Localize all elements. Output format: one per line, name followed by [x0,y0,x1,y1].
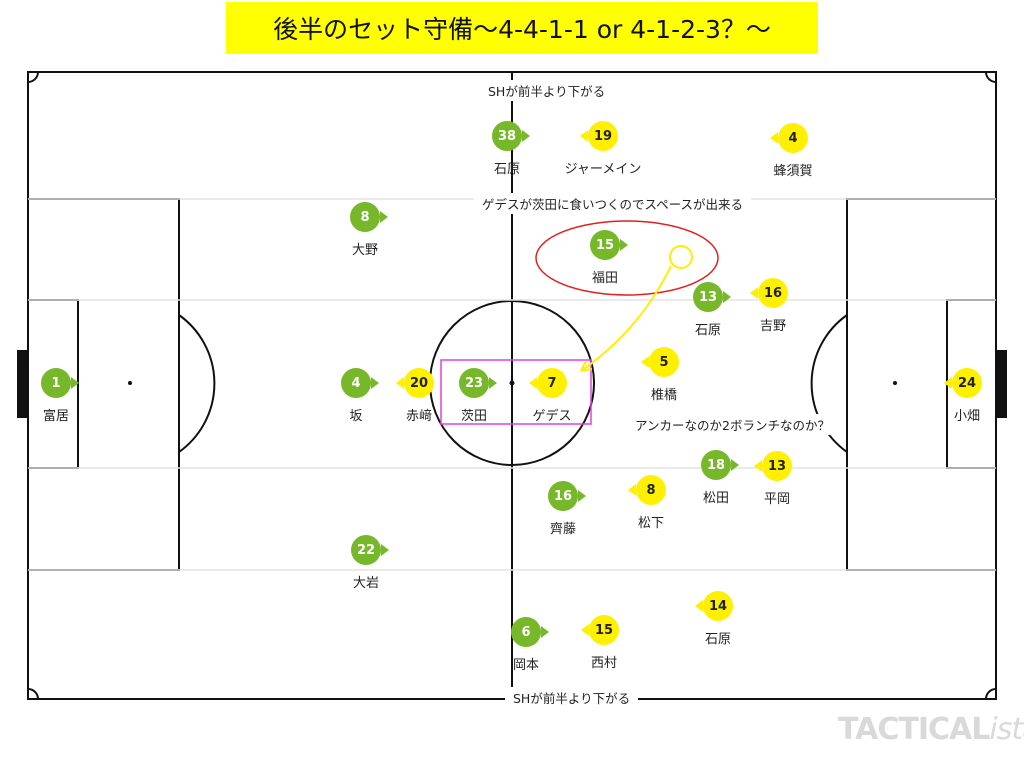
yellow-player-4: 4 蜂須賀 [770,123,813,179]
yellow-player-24: 24 小畑 [944,368,982,424]
player-number: 23 [459,368,489,398]
player-name: 石原 [493,162,520,177]
direction-marker [620,239,628,251]
direction-marker [754,460,762,472]
direction-marker [529,377,537,389]
green-player-1: 1 富居 [41,368,79,424]
player-number: 15 [589,615,619,645]
player-name: 蜂須賀 [773,164,813,179]
green-player-15: 15 福田 [590,230,628,286]
player-name: ジャーメイン [564,162,642,177]
player-name: 福田 [591,271,618,286]
green-player-8: 8 大野 [350,202,388,258]
tacticalista-watermark: TACTICALista [838,712,1024,747]
direction-marker [723,291,731,303]
player-name: 西村 [590,656,617,671]
player-name: 平岡 [763,492,790,507]
direction-marker [380,211,388,223]
player-number: 18 [701,450,731,480]
green-player-22: 22 大岩 [351,535,389,591]
direction-marker [71,377,79,389]
note-middle: ゲデスが茨田に食いつくのでスペースが出来る [474,193,752,214]
watermark-main: TACTICAL [838,712,990,747]
player-name: 石原 [694,323,721,338]
yellow-player-8: 8 松下 [628,475,666,531]
player-name: 赤﨑 [405,409,432,424]
yellow-player-5: 5 椎橋 [641,347,679,403]
green-player-23: 23 茨田 [459,368,497,424]
player-number: 16 [758,278,788,308]
direction-marker [578,490,586,502]
yellow-player-16: 16 吉野 [750,278,788,334]
note-top: SHが前半より下がる [480,80,614,101]
player-number: 4 [341,368,371,398]
diagram-title: 後半のセット守備〜4-4-1-1 or 4-1-2-3？〜 [226,2,818,54]
player-name: 石原 [704,632,731,647]
player-name: 茨田 [460,409,487,424]
yellow-player-15: 15 西村 [581,615,619,671]
direction-marker [731,459,739,471]
player-number: 16 [548,481,578,511]
player-number: 20 [404,368,434,398]
green-player-4: 4 坂 [341,368,379,424]
player-name: 松下 [637,516,664,531]
player-number: 19 [588,121,618,151]
player-number: 8 [636,475,666,505]
yellow-player-13: 13 平岡 [754,451,792,507]
player-name: 坂 [349,409,363,424]
direction-marker [580,130,588,142]
green-player-16: 16 齊藤 [548,481,586,537]
direction-marker [522,130,530,142]
player-name: 吉野 [759,319,786,334]
direction-marker [489,377,497,389]
player-number: 6 [511,617,541,647]
watermark-italic: ista [989,712,1024,747]
player-number: 38 [492,121,522,151]
direction-marker [695,600,703,612]
direction-marker [371,377,379,389]
direction-marker [944,377,952,389]
green-player-38: 38 石原 [492,121,530,177]
player-number: 4 [778,123,808,153]
player-number: 5 [649,347,679,377]
player-name: 岡本 [512,658,539,673]
direction-marker [541,626,549,638]
player-number: 13 [762,451,792,481]
player-number: 14 [703,591,733,621]
player-number: 22 [351,535,381,565]
player-name: 齊藤 [549,522,576,537]
direction-marker [396,377,404,389]
yellow-player-19: 19 ジャーメイン [565,121,641,177]
note-bottom: SHが前半より下がる [505,687,639,708]
player-number: 15 [590,230,620,260]
player-name: 大岩 [352,576,379,591]
player-number: 7 [537,368,567,398]
player-number: 24 [952,368,982,398]
direction-marker [750,287,758,299]
player-number: 8 [350,202,380,232]
green-player-6: 6 岡本 [511,617,549,673]
direction-marker [628,484,636,496]
direction-marker [381,544,389,556]
note-anchor: アンカーなのか2ボランチなのか？ [627,414,838,435]
player-number: 1 [41,368,71,398]
player-number: 13 [693,282,723,312]
direction-marker [641,356,649,368]
player-name: 椎橋 [650,388,677,403]
yellow-player-20: 20 赤﨑 [396,368,434,424]
player-name: 富居 [42,409,69,424]
green-player-18: 18 松田 [701,450,739,506]
player-name: 大野 [351,243,378,258]
yellow-player-14: 14 石原 [695,591,733,647]
player-name: ゲデス [532,409,572,424]
player-name: 松田 [702,491,729,506]
yellow-player-7: 7 ゲデス [529,368,572,424]
green-player-13: 13 石原 [693,282,731,338]
direction-marker [770,132,778,144]
direction-marker [581,624,589,636]
player-name: 小畑 [953,409,980,424]
